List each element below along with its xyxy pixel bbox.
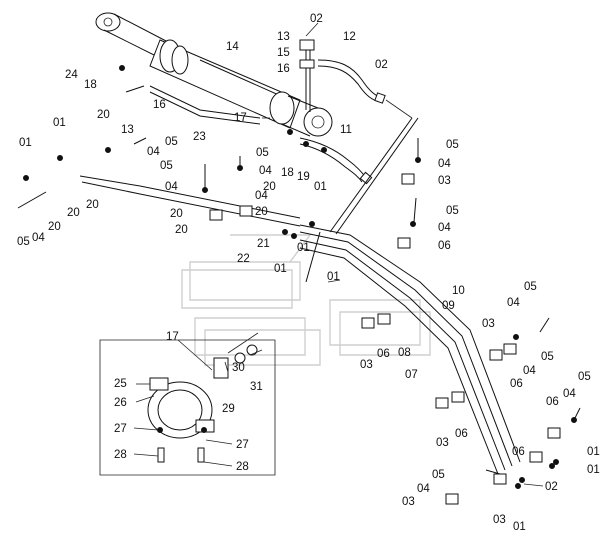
label-04: 04	[255, 190, 268, 202]
label-01: 01	[53, 117, 66, 129]
label-02: 02	[545, 481, 558, 493]
label-09: 09	[442, 300, 455, 312]
label-03: 03	[360, 359, 373, 371]
label-26: 26	[114, 397, 127, 409]
label-14: 14	[226, 41, 239, 53]
label-03: 03	[493, 514, 506, 526]
label-05: 05	[165, 136, 178, 148]
watermark-logo	[181, 234, 431, 366]
label-04: 04	[563, 388, 576, 400]
label-06: 06	[510, 378, 523, 390]
label-01: 01	[327, 271, 340, 283]
label-16: 16	[277, 63, 290, 75]
label-05: 05	[256, 147, 269, 159]
label-03: 03	[438, 175, 451, 187]
label-20: 20	[175, 224, 188, 236]
label-29: 29	[222, 403, 235, 415]
label-06: 06	[512, 446, 525, 458]
label-02: 02	[310, 13, 323, 25]
label-04: 04	[32, 232, 45, 244]
label-16: 16	[153, 99, 166, 111]
label-28: 28	[114, 449, 127, 461]
label-13: 13	[277, 31, 290, 43]
label-20: 20	[170, 208, 183, 220]
label-27: 27	[114, 423, 127, 435]
label-20: 20	[86, 199, 99, 211]
label-04: 04	[438, 158, 451, 170]
label-01: 01	[513, 521, 526, 533]
label-01: 01	[587, 464, 600, 476]
label-20: 20	[263, 181, 276, 193]
label-30: 30	[232, 362, 245, 374]
label-03: 03	[436, 437, 449, 449]
label-23: 23	[193, 131, 206, 143]
label-05: 05	[446, 205, 459, 217]
label-11: 11	[340, 124, 352, 136]
label-04: 04	[165, 181, 178, 193]
label-06: 06	[438, 240, 451, 252]
hose-assemblies	[299, 59, 386, 185]
label-04: 04	[147, 146, 160, 158]
label-05: 05	[524, 281, 537, 293]
label-21: 21	[257, 238, 270, 250]
label-12: 12	[343, 31, 356, 43]
label-04: 04	[438, 222, 451, 234]
label-20: 20	[255, 206, 268, 218]
label-19: 19	[297, 171, 310, 183]
label-05: 05	[541, 351, 554, 363]
leader-lines	[133, 22, 544, 487]
label-06: 06	[546, 396, 559, 408]
label-24: 24	[65, 69, 78, 81]
label-06: 06	[455, 428, 468, 440]
label-13: 13	[121, 124, 134, 136]
label-17: 17	[234, 112, 247, 124]
label-04: 04	[523, 365, 536, 377]
label-05: 05	[578, 371, 591, 383]
label-31: 31	[250, 381, 263, 393]
label-01: 01	[297, 242, 310, 254]
label-01: 01	[274, 263, 287, 275]
label-28: 28	[236, 461, 249, 473]
label-22: 22	[237, 253, 250, 265]
label-03: 03	[482, 318, 495, 330]
label-10: 10	[452, 285, 465, 297]
label-05: 05	[432, 469, 445, 481]
pipe-clamps	[209, 173, 561, 505]
label-05: 05	[446, 139, 459, 151]
label-02: 02	[375, 59, 388, 71]
label-06: 06	[377, 348, 390, 360]
label-18: 18	[281, 167, 294, 179]
label-01: 01	[314, 181, 327, 193]
fasteners	[17, 65, 581, 489]
label-20: 20	[97, 109, 110, 121]
clamp-detail-box	[99, 339, 276, 476]
label-04: 04	[259, 165, 272, 177]
label-05: 05	[160, 160, 173, 172]
label-15: 15	[277, 47, 290, 59]
label-05: 05	[17, 236, 30, 248]
label-03: 03	[402, 496, 415, 508]
label-20: 20	[48, 221, 61, 233]
label-08: 08	[398, 347, 411, 359]
label-04: 04	[417, 483, 430, 495]
part-number-labels: 13 02 12 15 16 14 02 24 18 16 17 11 20 1…	[17, 13, 600, 533]
label-01: 01	[587, 446, 600, 458]
label-27: 27	[236, 439, 249, 451]
label-01: 01	[19, 137, 32, 149]
label-25: 25	[114, 378, 127, 390]
boom-cylinder	[95, 12, 333, 137]
label-17: 17	[166, 331, 179, 343]
label-18: 18	[84, 79, 97, 91]
label-04: 04	[507, 297, 520, 309]
label-20: 20	[67, 207, 80, 219]
label-07: 07	[405, 369, 418, 381]
